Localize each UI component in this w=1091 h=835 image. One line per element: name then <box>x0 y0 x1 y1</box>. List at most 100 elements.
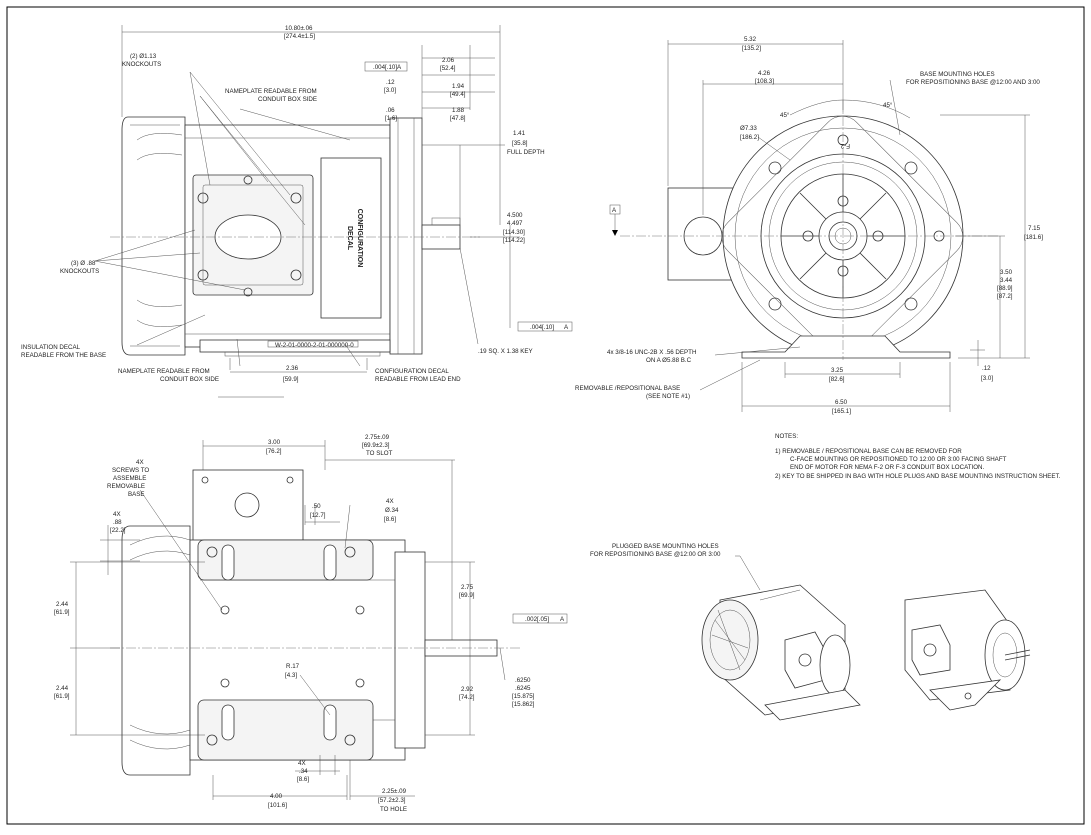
removable-base-label: REMOVABLE /REPOSITIONAL BASE <box>575 385 680 392</box>
knockouts-88-label: (3) Ø .88 <box>71 260 96 267</box>
tol-bottom-value: .004[.10] <box>530 324 554 331</box>
nameplate-top-label-b: CONDUIT BOX SIDE <box>258 96 317 103</box>
bottom-conduit-box <box>192 469 304 546</box>
dim-088: .88 <box>113 519 122 526</box>
configuration-decal-box <box>320 157 382 319</box>
nameplate-bottom-label-b: CONDUIT BOX SIDE <box>160 376 219 383</box>
tol-box-top <box>364 61 408 72</box>
shaft-dia-b-mm: [114.22] <box>503 237 525 244</box>
iso-label-b: FOR REPOSITIONING BASE @12:00 OR 3:00 <box>590 551 721 558</box>
dim-350-mm: [88.9] <box>997 285 1013 292</box>
dim-088-mm: [22.2] <box>110 527 126 534</box>
knockouts-113-label: (2) Ø1.13 <box>130 53 157 60</box>
dim-325: 3.25 <box>831 367 844 374</box>
dim-141-mm: [35.8] <box>512 140 528 147</box>
note-1b: C-FACE MOUNTING OR REPOSITIONED TO 12:00… <box>790 456 1007 463</box>
base-holes-label: BASE MOUNTING HOLES <box>920 71 995 78</box>
radius: R.17 <box>286 663 300 670</box>
screws-line-3: ASSEMBLE <box>113 475 146 482</box>
tapped-holes-label: 4x 3/8-16 UNC-2B X .56 DEPTH <box>607 349 696 356</box>
dim-244b: 2.44 <box>56 685 69 692</box>
screws-line-2: SCREWS TO <box>112 467 149 474</box>
dim-275-slot-mm: [69.9±2.3] <box>362 442 390 449</box>
shaft-dia-a2: .6250 <box>515 677 531 684</box>
base-plate-marking: W-2-01-0000-2-01-000000-0 <box>275 342 354 349</box>
dim-292: 2.92 <box>461 686 474 693</box>
bottom-fan-cover <box>121 525 191 776</box>
dim-244a-mm: [61.9] <box>54 609 70 616</box>
dim-088-count: 4X <box>113 511 121 518</box>
dim-275-mm: [69.9] <box>459 592 475 599</box>
dim-206: 2.06 <box>442 57 455 64</box>
notes-block: NOTES: 1) REMOVABLE / REPOSITIONAL BASE … <box>775 433 1061 480</box>
datum-letter: A <box>612 207 617 214</box>
note-1c: END OF MOTOR FOR NEMA F-2 OR F-3 CONDUIT… <box>790 464 985 471</box>
dim-532-mm: [135.2] <box>742 45 761 52</box>
base-holes-label-b: FOR REPOSITIONING BASE @12:00 AND 3:00 <box>906 79 1040 86</box>
dim-344-mm: [87.2] <box>997 293 1013 300</box>
removable-base-label-b: (SEE NOTE #1) <box>646 393 690 400</box>
bottom-view-labels: 3.00 [76.2] 2.75±.09 [69.9±2.3] TO SLOT … <box>54 434 568 813</box>
dim-400: 4.00 <box>270 793 283 800</box>
full-depth-label: FULL DEPTH <box>507 149 545 156</box>
key-label: .19 SQ. X 1.38 KEY <box>478 348 533 355</box>
tol-shaft-datum: A <box>560 616 565 623</box>
angle-2: 45° <box>883 102 893 109</box>
frame-mark: F-2 <box>840 142 850 149</box>
dim-194: 1.94 <box>452 83 465 90</box>
insulation-decal-label: INSULATION DECAL <box>21 344 81 351</box>
tapped-holes-label-b: ON A Ø5.88 B.C <box>646 357 692 364</box>
knockouts-113-label-b: KNOCKOUTS <box>122 61 161 68</box>
nameplate-top-label: NAMEPLATE READABLE FROM <box>225 88 317 95</box>
dim-650-mm: [165.1] <box>832 408 851 415</box>
sheet-border <box>6 6 1085 825</box>
dim-733-mm: [186.2] <box>740 134 759 141</box>
decal-text-line2: DECAL <box>346 226 353 251</box>
iso-motor-right <box>904 589 1031 711</box>
dim-344: 3.44 <box>1000 277 1013 284</box>
dim-overall-length-mm: [274.4±1.5] <box>284 33 315 40</box>
dim-188-mm: [47.8] <box>450 115 466 122</box>
tol-box-shaft <box>512 613 568 624</box>
tol-box-bottom <box>517 321 573 332</box>
dim-006-mm: [1.6] <box>385 115 397 122</box>
shaft-dia-a-mm: [114.30] <box>503 229 525 236</box>
dim-206-mm: [52.4] <box>440 65 456 72</box>
iso-views: PLUGGED BASE MOUNTING HOLES FOR REPOSITI… <box>590 543 1031 721</box>
side-view: W-2-01-0000-2-01-000000-0 <box>94 25 520 398</box>
dim-012: .12 <box>386 79 395 86</box>
screws-line-1: 4X <box>136 459 144 466</box>
slot-width-mm: [8.6] <box>297 776 309 783</box>
dim-426-mm: [108.3] <box>755 78 774 85</box>
dim-426: 4.26 <box>758 70 771 77</box>
config-decal-label-b: READABLE FROM LEAD END <box>375 376 461 383</box>
dim-236-mm: [59.9] <box>283 376 299 383</box>
bottom-front-flange <box>394 551 426 749</box>
tol-bottom-datum: A <box>564 324 569 331</box>
dim-244b-mm: [61.9] <box>54 693 70 700</box>
dim-292-mm: [74.2] <box>459 694 475 701</box>
shaft-dia-b: 4.497 <box>507 220 523 227</box>
dim-400-mm: [101.6] <box>268 802 287 809</box>
note-2: 2) KEY TO BE SHIPPED IN BAG WITH HOLE PL… <box>775 473 1061 480</box>
tol-shaft-value: .002[.05] <box>525 616 549 623</box>
side-view-labels: 10.80±.06 [274.4±1.5] .004[.10] A 2.06 [… <box>21 25 573 383</box>
hole-dia: Ø.34 <box>385 507 399 514</box>
end-view-labels: 5.32 [135.2] 4.26 [108.3] Ø7.33 [186.2] … <box>575 36 1043 415</box>
dim-650: 6.50 <box>835 399 848 406</box>
dim-733: Ø7.33 <box>740 125 757 132</box>
shaft-dia-b2-mm: [15.862] <box>512 701 535 708</box>
bottom-view <box>70 440 520 800</box>
shaft-dia-a2-mm: [15.875] <box>512 693 535 700</box>
dim-325-mm: [82.6] <box>829 376 845 383</box>
end-view <box>609 40 1030 412</box>
screws-line-5: BASE <box>128 491 145 498</box>
dim-141: 1.41 <box>513 130 526 137</box>
dim-006: .06 <box>386 107 395 114</box>
decal-text-line1: CONFIGURATION <box>356 209 363 268</box>
dim-225: 2.25±.09 <box>382 788 407 795</box>
slot-count: 4X <box>298 760 306 767</box>
dim-715-mm: [181.6] <box>1024 234 1043 241</box>
